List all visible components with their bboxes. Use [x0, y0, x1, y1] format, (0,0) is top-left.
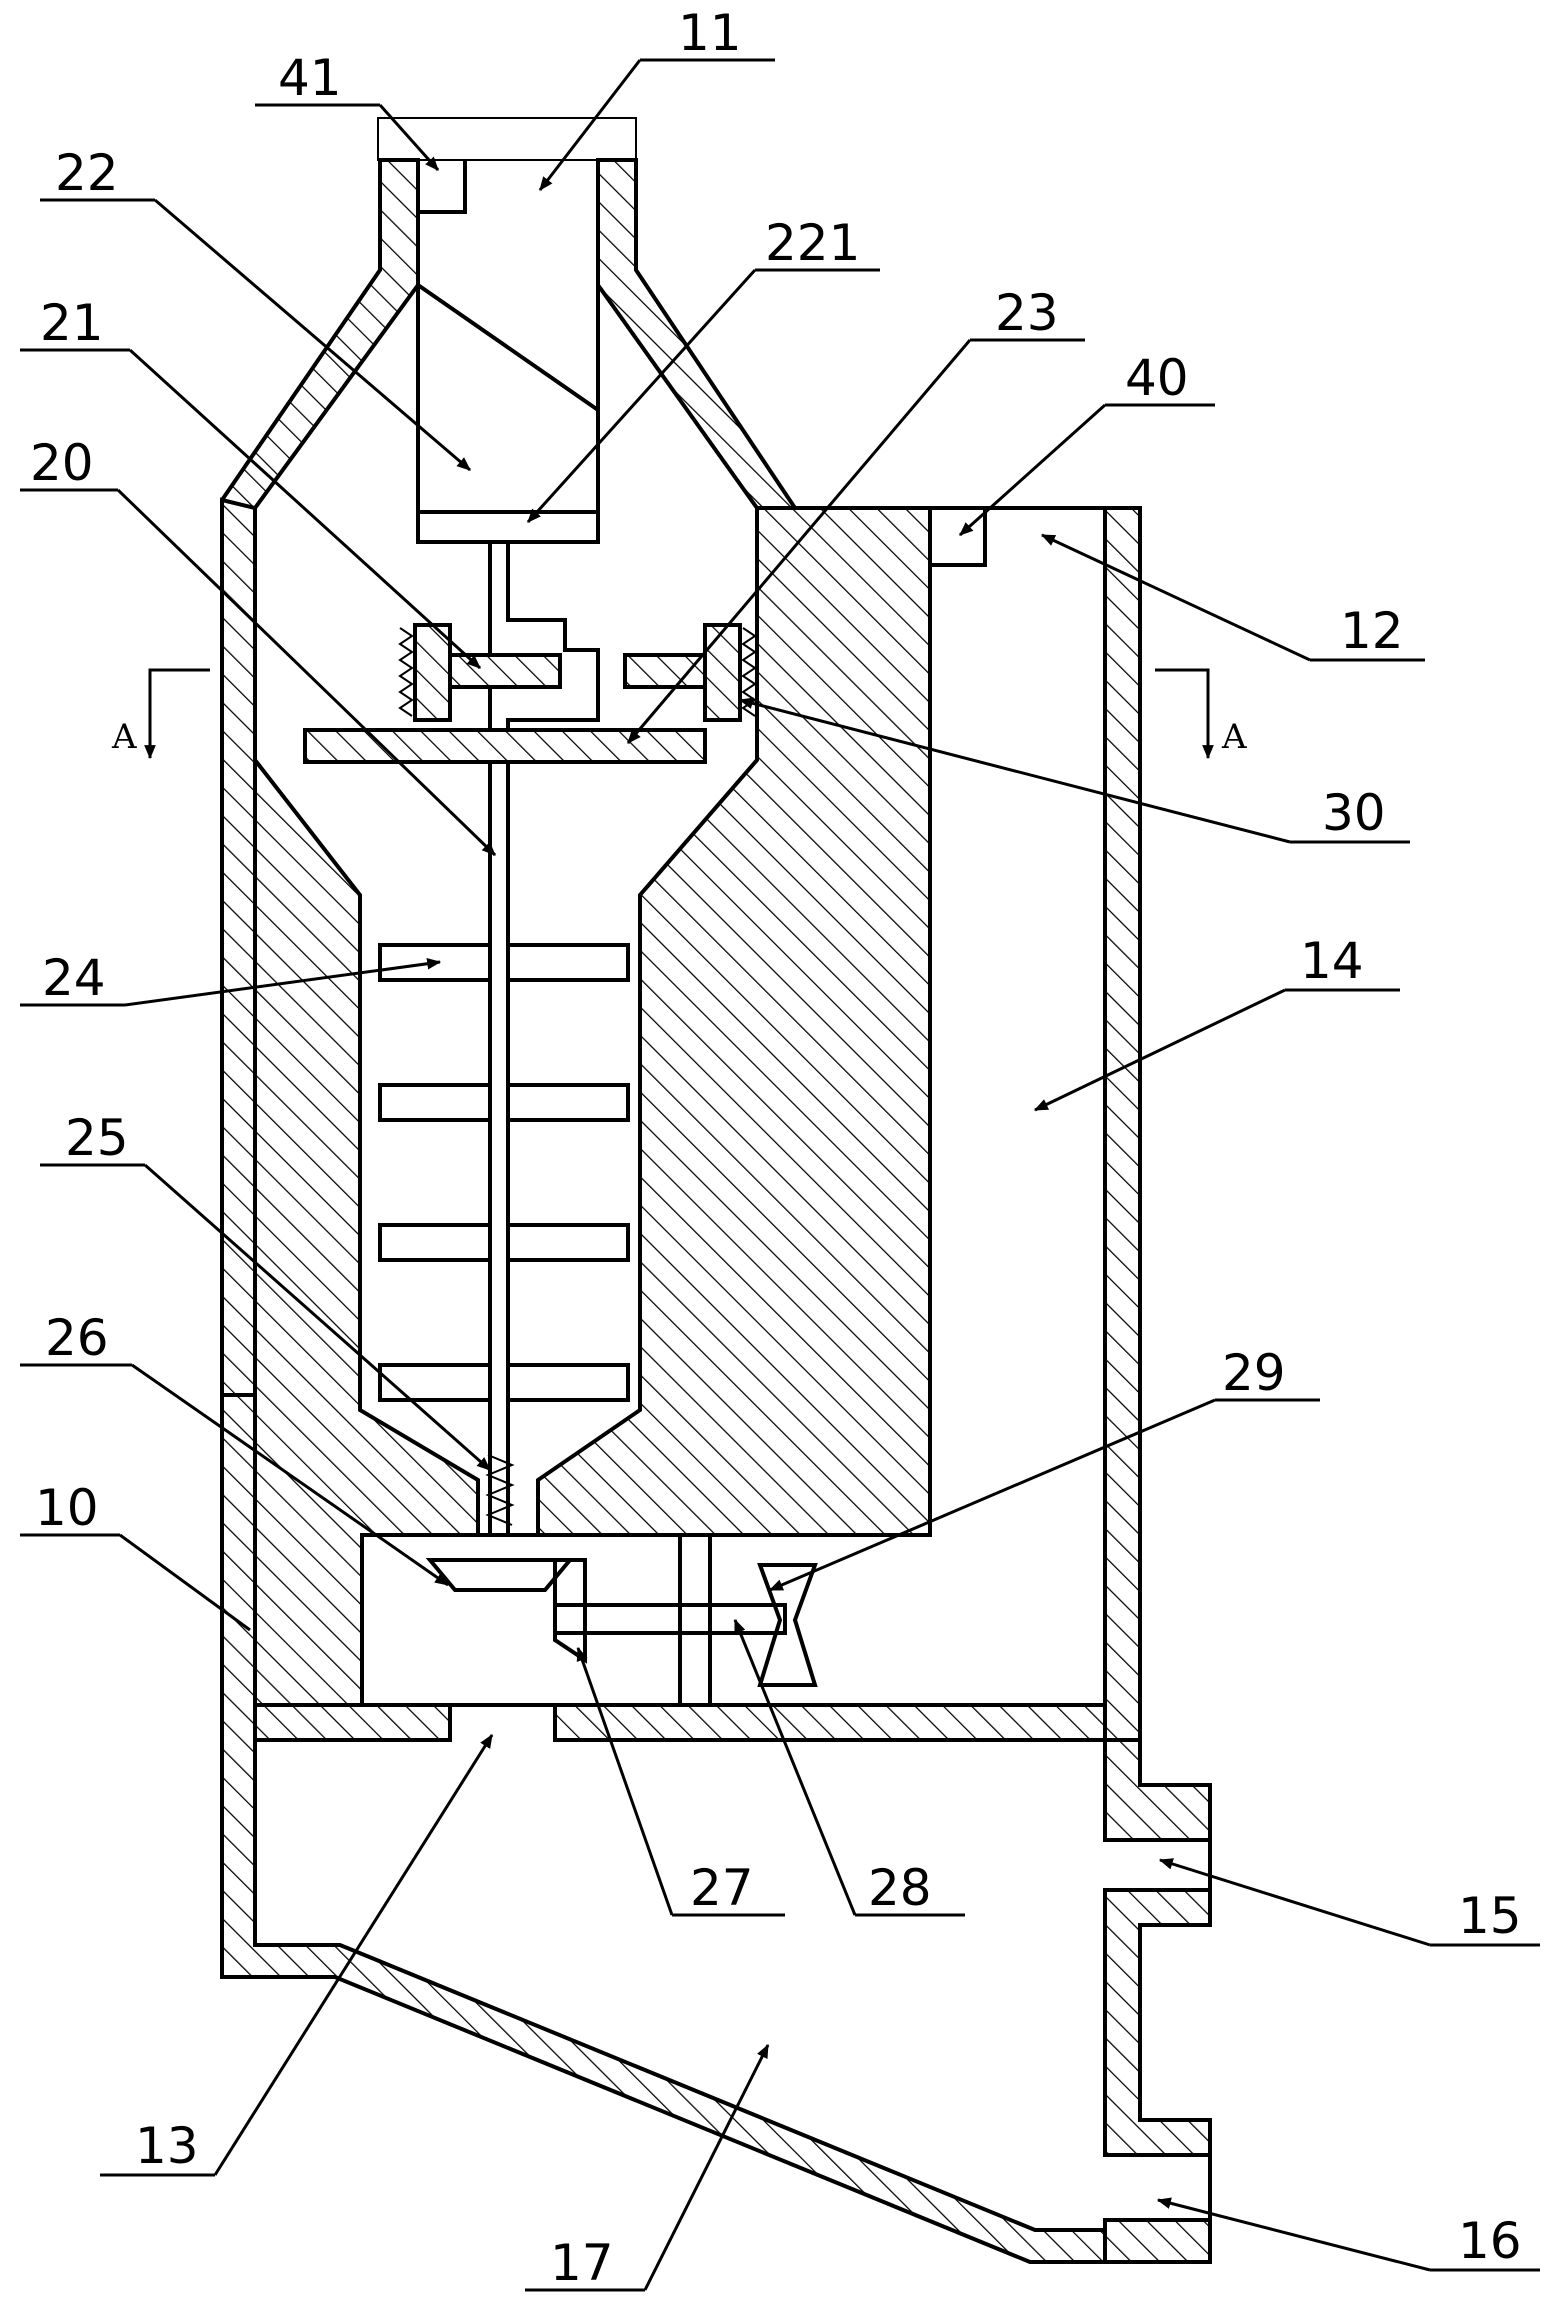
label-20: 20	[30, 434, 94, 492]
plate-221	[416, 510, 600, 544]
leader-26	[131, 1363, 449, 1587]
blade-left-4	[378, 1363, 492, 1402]
label-10: 10	[35, 1479, 99, 1537]
spring-left	[398, 627, 414, 717]
label-28: 28	[868, 1859, 932, 1917]
rack-left	[413, 623, 452, 722]
section-right-label: A	[1221, 717, 1247, 757]
middle-floor-right	[553, 1703, 1107, 1742]
leader-10	[119, 1533, 251, 1632]
label-27: 27	[690, 1859, 754, 1917]
label-221: 221	[765, 214, 860, 272]
label-13: 13	[135, 2117, 199, 2175]
blade-24-right-1	[506, 943, 630, 982]
label-25: 25	[65, 1109, 129, 1167]
label-24: 24	[42, 949, 106, 1007]
label-40: 40	[1125, 349, 1189, 407]
right-outer-wall	[1103, 506, 1142, 1752]
leader-27	[576, 1646, 674, 1916]
leader-24	[124, 957, 442, 1007]
leader-11	[538, 59, 642, 191]
crusher-22	[416, 212, 600, 514]
label-11: 11	[678, 4, 742, 62]
label-23: 23	[995, 284, 1059, 342]
sensor-41	[416, 160, 467, 214]
central-mass	[536, 506, 932, 1537]
leader-12	[1040, 533, 1311, 662]
label-15: 15	[1458, 1887, 1522, 1945]
blade-24-left-1	[378, 943, 492, 982]
gear-21	[448, 653, 562, 689]
blade-right-3	[506, 1223, 630, 1262]
leader-14	[1033, 988, 1286, 1112]
left-outer-wall	[220, 497, 257, 1397]
blade-right-2	[506, 1083, 630, 1122]
label-14: 14	[1300, 932, 1364, 990]
leader-30	[738, 697, 1291, 844]
leader-17	[643, 2043, 770, 2291]
leader-41	[378, 104, 440, 171]
lower-chamber	[360, 1533, 818, 1740]
leader-16	[1156, 2197, 1431, 2272]
leader-28	[733, 1618, 857, 1916]
section-left-label: A	[111, 717, 137, 757]
leader-13	[213, 1734, 494, 2176]
label-22: 22	[55, 144, 119, 202]
leader-22	[154, 198, 471, 472]
leader-21	[128, 348, 482, 670]
blade-right-4	[506, 1363, 630, 1402]
bottom-right-wall	[1103, 1738, 1212, 1842]
port16-lower	[1103, 2218, 1212, 2264]
label-12: 12	[1340, 602, 1404, 660]
section-right-arrow	[1155, 668, 1214, 760]
inlet-cap	[377, 117, 637, 161]
leader-221	[526, 268, 757, 524]
housing	[220, 158, 1212, 2264]
label-30: 30	[1322, 784, 1386, 842]
rack-right	[703, 623, 742, 722]
leader-23	[626, 339, 972, 744]
blade-left-3	[378, 1223, 492, 1262]
bevel-26	[425, 1558, 575, 1592]
section-left-arrow	[144, 668, 210, 760]
leader-40	[958, 403, 1107, 537]
leader-lines	[20, 58, 1540, 2292]
label-21: 21	[40, 294, 104, 352]
label-16: 16	[1458, 2212, 1522, 2270]
reference-numerals: 11 41 22 221 21 20 23 40 12 30 24 14 25 …	[30, 4, 1522, 2292]
shaft-28	[553, 1603, 787, 1635]
middle-floor	[253, 1703, 452, 1742]
leader-25	[144, 1163, 491, 1472]
impeller-29	[757, 1563, 818, 1687]
label-17: 17	[550, 2234, 614, 2292]
leader-29	[768, 1398, 1216, 1592]
blade-left-2	[378, 1083, 492, 1122]
port15-lower	[1103, 1888, 1212, 2157]
label-41: 41	[278, 49, 342, 107]
disc-23	[303, 728, 707, 764]
sensor-40	[928, 508, 987, 567]
spring-25	[485, 1454, 515, 1526]
section-marks: A A	[111, 668, 1247, 760]
leader-15	[1158, 1858, 1431, 1947]
label-26: 26	[45, 1309, 109, 1367]
leader-20	[116, 488, 497, 857]
label-29: 29	[1222, 1344, 1286, 1402]
